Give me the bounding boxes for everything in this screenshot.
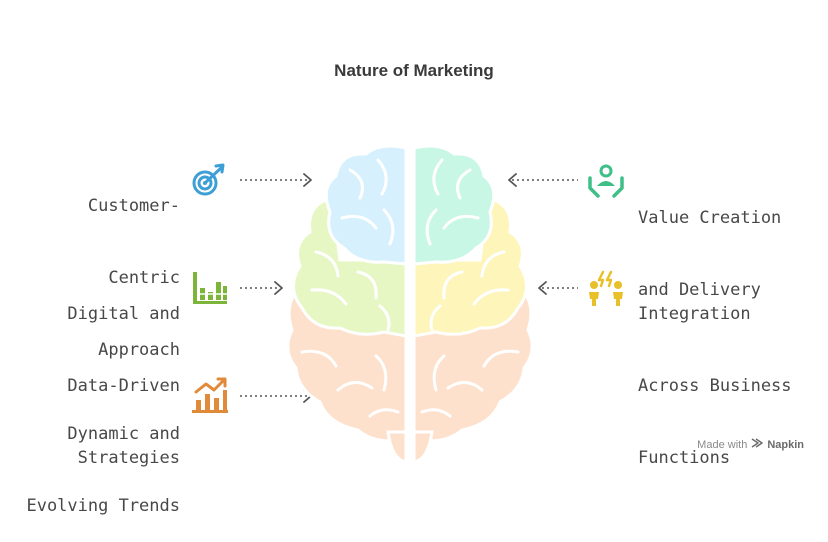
- label-dynamic-trends: Dynamic and Evolving Trends: [20, 374, 180, 542]
- label-line: Strategies: [77, 448, 180, 468]
- label-integration: Integration Across Business Functions: [638, 254, 813, 494]
- label-line: Value Creation: [638, 208, 782, 228]
- label-customer-centric: Customer- Centric Approach: [40, 146, 180, 386]
- footer-credit: Made with Napkin: [697, 437, 804, 452]
- label-line: and Delivery: [638, 280, 761, 300]
- label-value-creation: Value Creation and Delivery: [638, 158, 808, 326]
- connector-arrow-customer: [238, 170, 318, 190]
- label-line: Digital and: [67, 304, 180, 324]
- brain-diagram: [280, 140, 540, 465]
- napkin-logo-icon: [751, 437, 764, 452]
- connector-arrow-integration: [532, 278, 612, 298]
- label-digital-data-driven: Digital and Data-Driven Strategies: [40, 254, 180, 494]
- trend-up-icon: [190, 376, 230, 416]
- label-line: Approach: [98, 340, 180, 360]
- hands-person-icon: [586, 160, 626, 200]
- brain-stem: [412, 430, 434, 464]
- label-line: Evolving Trends: [26, 496, 180, 516]
- label-line: Integration: [638, 304, 751, 324]
- footer-prefix: Made with: [697, 438, 748, 451]
- diagram-title: Nature of Marketing: [334, 61, 494, 80]
- label-line: Centric: [108, 268, 180, 288]
- label-line: Dynamic and: [67, 424, 180, 444]
- label-line: Across Business: [638, 376, 792, 396]
- label-line: Customer-: [87, 196, 180, 216]
- connector-arrow-digital: [238, 278, 318, 298]
- brain-segment-middle-left: [292, 196, 408, 338]
- bar-chart-icon: [190, 268, 230, 308]
- brain-segment-middle-right: [412, 196, 528, 338]
- label-line: Data-Driven: [67, 376, 180, 396]
- label-line: Functions: [638, 448, 731, 468]
- brain-stem: [386, 430, 408, 464]
- people-lightning-icon: [586, 268, 626, 308]
- connector-arrow-value: [502, 170, 582, 190]
- target-icon: [188, 160, 228, 200]
- footer-brand: Napkin: [767, 438, 804, 451]
